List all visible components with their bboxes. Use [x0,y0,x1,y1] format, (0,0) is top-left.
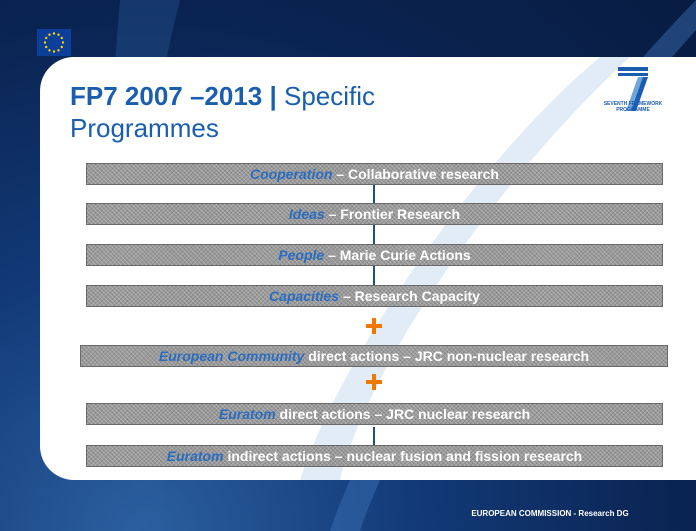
programme-bar-euratom-indirect: Euratom indirect actions – nuclear fusio… [86,445,663,467]
programme-emph: Ideas [288,206,325,222]
logo-line2: PROGRAMME [616,107,650,113]
plus-icon [364,316,384,336]
eu-flag-icon [37,29,71,56]
programme-bar-euratom-direct: Euratom direct actions – JRC nuclear res… [86,403,663,425]
footer-text: EUROPEAN COMMISSION - Research DG [471,509,629,518]
programme-text: indirect actions – nuclear fusion and fi… [223,448,583,464]
programme-text: direct actions – JRC non-nuclear researc… [304,348,590,364]
programme-bar-ideas: Ideas – Frontier Research [86,203,663,225]
programme-emph: Euratom [218,406,276,422]
programme-emph: People [278,247,325,263]
programme-text: – Research Capacity [339,288,480,304]
programme-text: direct actions – JRC nuclear research [275,406,531,422]
programme-text: – Collaborative research [332,166,499,182]
connector-line [373,427,375,445]
connector-line [373,265,375,285]
logo-line1: SEVENTH FRAMEWORK [603,101,663,107]
programme-bar-people: People – Marie Curie Actions [86,244,663,266]
plus-icon [364,372,384,392]
programme-bar-capacities: Capacities – Research Capacity [86,285,663,307]
connector-line [373,224,375,244]
connector-line [373,184,375,204]
title-bold: FP7 2007 –2013 | [70,81,277,111]
programme-emph: Cooperation [250,166,333,182]
fp7-seven-logo: SEVENTH FRAMEWORK PROGRAMME [590,65,676,129]
panel-swoosh [300,57,630,480]
programme-emph: Euratom [166,448,224,464]
programme-bar-cooperation: Cooperation – Collaborative research [86,163,663,185]
programme-text: – Marie Curie Actions [324,247,471,263]
slide-title: FP7 2007 –2013 | Specific Programmes [70,80,470,144]
programme-emph: Capacities [269,288,340,304]
title-normal: Specific Programmes [70,81,376,143]
programme-bar-ec-direct: European Community direct actions – JRC … [80,345,668,367]
programme-emph: European Community [158,348,305,364]
programme-text: – Frontier Research [324,206,461,222]
